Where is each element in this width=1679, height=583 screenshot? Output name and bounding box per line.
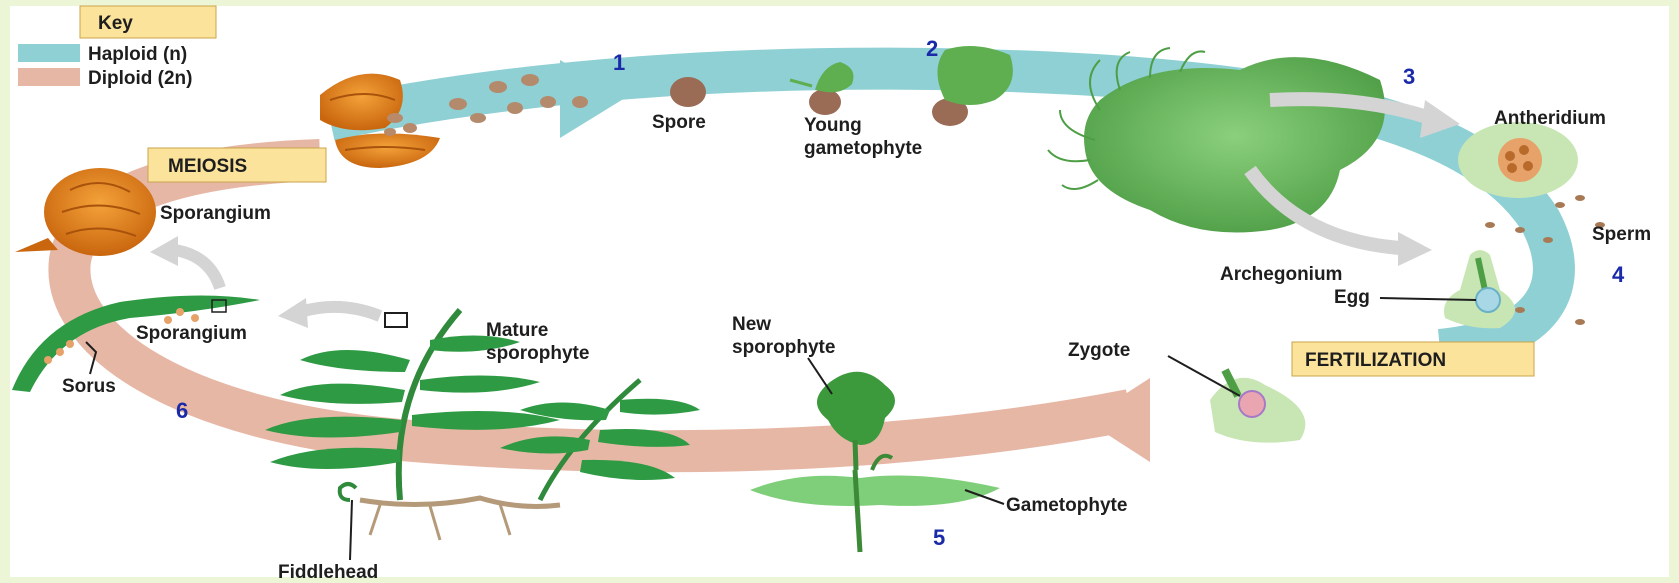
mature-sporophyte-label-line2: sporophyte — [486, 343, 589, 364]
key-diploid-label: Diploid (2n) — [88, 68, 192, 89]
antheridium-icon — [1458, 122, 1578, 198]
sporangium-icon — [15, 168, 156, 256]
archegonium-label: Archegonium — [1220, 264, 1342, 285]
gametophyte-label: Gametophyte — [1006, 495, 1127, 516]
spore-icon — [670, 77, 706, 107]
spore-label: Spore — [652, 112, 706, 133]
step-number-1: 1 — [613, 50, 625, 75]
step-number-6: 6 — [176, 398, 188, 423]
meiosis-label: MEIOSIS — [168, 156, 247, 177]
sporangium-leaf-label: Sporangium — [136, 323, 247, 344]
arrow-to-sporangium-head — [150, 236, 178, 266]
new-sporophyte-label-line2: sporophyte — [732, 337, 835, 358]
mature-sporophyte-label-line1: Mature — [486, 320, 548, 341]
fiddlehead-label: Fiddlehead — [278, 562, 378, 583]
egg-icon — [1476, 288, 1500, 312]
egg-label: Egg — [1334, 287, 1370, 308]
arrow-to-leaf — [300, 307, 380, 316]
fern-frond-icon — [265, 310, 700, 540]
arrow-to-archegonium-head — [1398, 232, 1432, 266]
step-number-4: 4 — [1612, 262, 1625, 287]
step-number-2: 2 — [926, 36, 938, 61]
diploid-swatch — [18, 68, 80, 86]
new-sporophyte-label-line1: New — [732, 314, 771, 335]
fiddlehead-leader-line — [350, 500, 352, 560]
young-gametophyte-label-line2: gametophyte — [804, 138, 922, 159]
sporangium-top-label: Sporangium — [160, 203, 271, 224]
arrow-to-sporangium — [175, 250, 220, 288]
fertilization-label: FERTILIZATION — [1305, 350, 1446, 371]
diploid-arrowhead — [1085, 378, 1150, 462]
young-gametophyte-label-line1: Young — [804, 115, 862, 136]
new-sporophyte-leader-line — [808, 358, 832, 394]
haploid-swatch — [18, 44, 80, 62]
step-number-3: 3 — [1403, 64, 1415, 89]
sorus-label: Sorus — [62, 376, 116, 397]
step-number-5: 5 — [933, 525, 945, 550]
arrow-to-leaf-head — [278, 298, 308, 328]
zygote-label: Zygote — [1068, 340, 1130, 361]
antheridium-label: Antheridium — [1494, 108, 1606, 129]
gametophyte-icon — [932, 46, 1013, 126]
sperm-label: Sperm — [1592, 224, 1651, 245]
key-haploid-label: Haploid (n) — [88, 44, 187, 65]
archegonium-icon — [1444, 250, 1515, 328]
key-title: Key — [98, 13, 133, 34]
zygote-icon — [1210, 370, 1305, 443]
